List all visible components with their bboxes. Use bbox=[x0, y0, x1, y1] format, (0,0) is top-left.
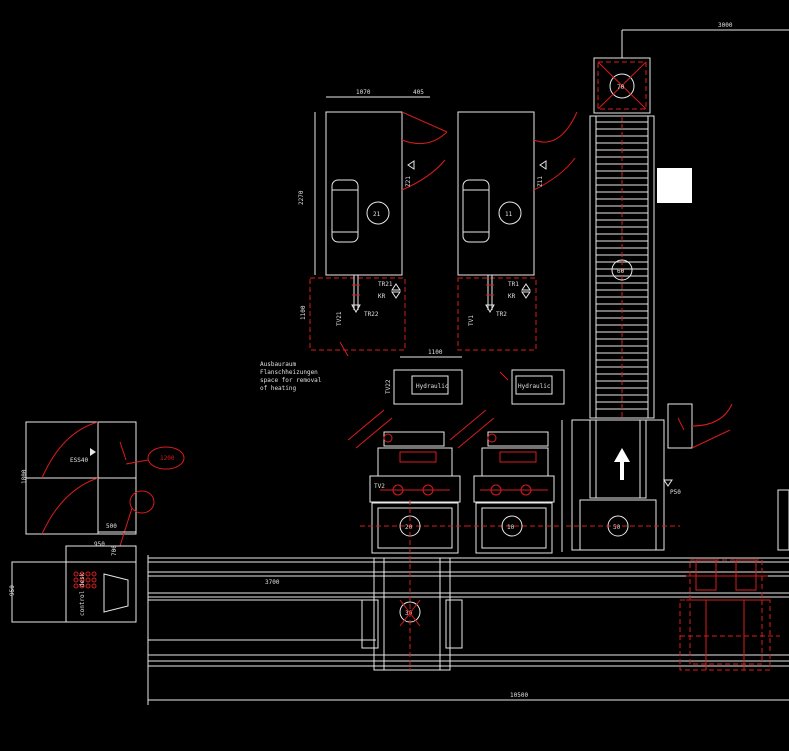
cab2-kr-2: KR bbox=[508, 293, 516, 300]
shuttle-tag: 30 bbox=[405, 610, 413, 617]
desk-button-icon bbox=[73, 577, 79, 583]
hydraulic-1-label: Hydraulic bbox=[416, 383, 449, 390]
desk-dim: 950 bbox=[9, 585, 16, 596]
cabinet-2: 11 Z11 TV1 TR2 TR1 KR bbox=[457, 111, 578, 351]
press1-tag: 20 bbox=[405, 524, 413, 531]
tower-tag: 70 bbox=[617, 84, 625, 91]
rail-system: 3700 bbox=[147, 555, 789, 667]
cab-dim-1070: 1070 bbox=[356, 89, 371, 96]
press3-tag: 50 bbox=[613, 524, 621, 531]
rail-dim: 3700 bbox=[265, 579, 280, 586]
left-box-label: ESS40 bbox=[70, 457, 88, 464]
up-arrow-icon bbox=[614, 448, 630, 480]
control-desk-label: control desk bbox=[79, 572, 86, 616]
left-dim-w2: 950 bbox=[94, 541, 105, 548]
note-line-3: space for removal bbox=[260, 377, 322, 384]
bottom-dim-text: 10500 bbox=[510, 692, 528, 699]
top-dimension-text: 3000 bbox=[718, 22, 733, 29]
desk-button-icon bbox=[91, 571, 97, 577]
desk-button-icon bbox=[79, 583, 85, 589]
cab1-label: Z21 bbox=[405, 176, 412, 187]
hydraulic-2-label: Hydraulic bbox=[518, 383, 551, 390]
cabinet-1: 1070 405 2270 21 Z21 1100 TV21 TR22 TR21… bbox=[298, 89, 448, 357]
tower-box: 70 bbox=[593, 57, 651, 114]
desk-button-icon bbox=[91, 583, 97, 589]
cab2-tr: TR2 bbox=[496, 311, 507, 318]
right-red-unit bbox=[679, 489, 789, 671]
left-tag-a: 1200 bbox=[160, 455, 175, 462]
left-panel: ESS40 1800 1200 500 950 700 control desk… bbox=[9, 421, 185, 623]
press2-tag: 10 bbox=[507, 524, 515, 531]
cab2-tv: TV1 bbox=[468, 315, 475, 326]
desk-button-icon bbox=[85, 577, 91, 583]
hydraulic-dim: 1100 bbox=[428, 349, 443, 356]
desk-button-icon bbox=[85, 571, 91, 577]
desk-button-icon bbox=[73, 583, 79, 589]
vertical-conveyor: 60 bbox=[589, 115, 655, 419]
desk-button-icon bbox=[73, 571, 79, 577]
hydraulic-1-tag: TV22 bbox=[385, 379, 392, 394]
left-dim-height: 1800 bbox=[21, 469, 28, 484]
removal-note: Ausbauraum Flanschheizungen space for re… bbox=[260, 361, 322, 392]
press-1: TV2 20 bbox=[347, 409, 470, 554]
hydraulic-unit-1: 1100 Hydraulic TV22 bbox=[385, 349, 463, 405]
cab-dim-lower: 1100 bbox=[300, 305, 307, 320]
cab-dim-405: 405 bbox=[413, 89, 424, 96]
note-line-1: Ausbauraum bbox=[260, 361, 297, 368]
cab1-tr: TR22 bbox=[364, 311, 379, 318]
left-dim-w1: 500 bbox=[106, 523, 117, 530]
cab1-tag: 21 bbox=[373, 211, 381, 218]
white-highlight-box bbox=[657, 168, 692, 203]
hydraulic-unit-2: Hydraulic bbox=[499, 369, 565, 405]
top-dimension: 3000 bbox=[621, 22, 789, 58]
note-line-2: Flanschheizungen bbox=[260, 369, 318, 376]
conveyor-tag: 60 bbox=[617, 268, 625, 275]
cab-dim-height: 2270 bbox=[298, 190, 305, 205]
note-line-4: of heating bbox=[260, 385, 297, 392]
desk-button-icon bbox=[91, 577, 97, 583]
press-3: 50 P50 bbox=[566, 403, 733, 551]
cab2-label: Z11 bbox=[537, 176, 544, 187]
desk-button-icon bbox=[79, 577, 85, 583]
cab2-tag: 11 bbox=[505, 211, 513, 218]
press3-label: P50 bbox=[670, 489, 681, 496]
shuttle-30: 30 bbox=[361, 500, 463, 671]
desk-button-icon bbox=[79, 571, 85, 577]
cab1-tv: TV21 bbox=[336, 311, 343, 326]
desk-button-icon bbox=[85, 583, 91, 589]
press1-tv: TV2 bbox=[374, 483, 385, 490]
cab1-kr-1: TR21 bbox=[378, 281, 393, 288]
bottom-dimension: 10500 bbox=[147, 666, 789, 705]
press-2: 10 bbox=[449, 409, 560, 554]
left-dim-h2: 700 bbox=[111, 545, 118, 556]
cab2-kr-1: TR1 bbox=[508, 281, 519, 288]
cab1-kr-2: KR bbox=[378, 293, 386, 300]
